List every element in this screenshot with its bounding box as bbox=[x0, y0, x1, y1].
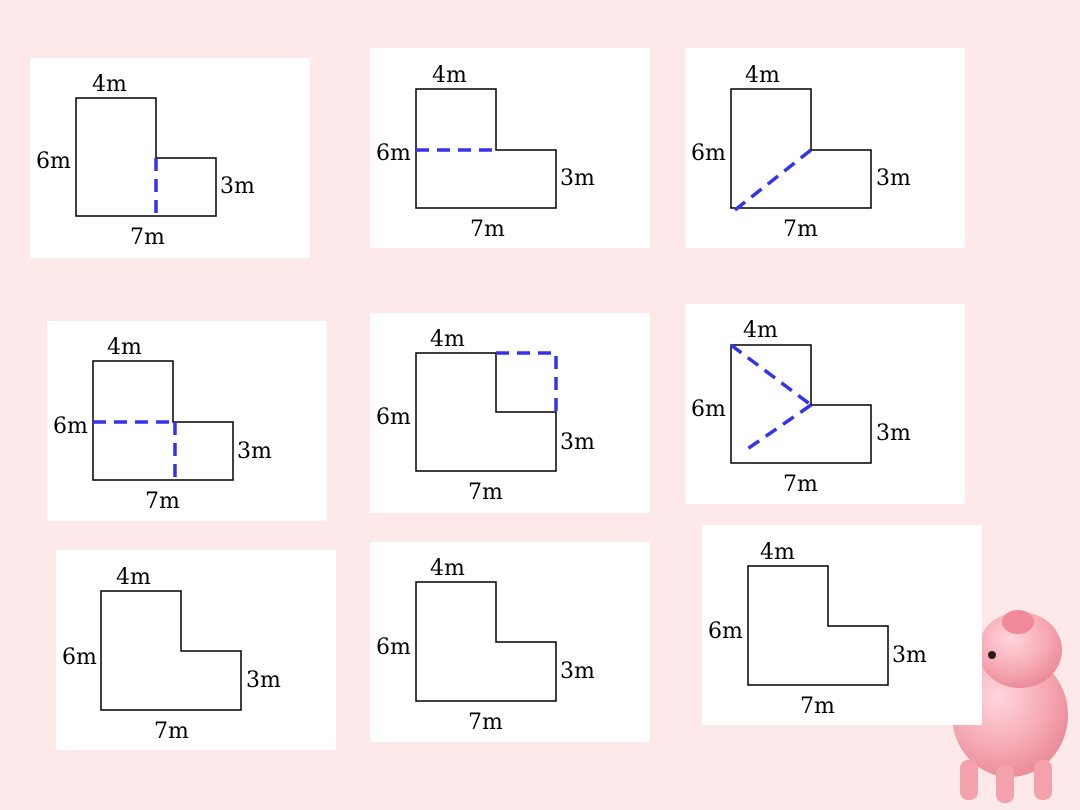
label-right: 3m bbox=[246, 668, 281, 693]
label-left: 6m bbox=[691, 141, 726, 166]
label-top: 4m bbox=[432, 63, 467, 88]
l-shape-outline bbox=[75, 97, 217, 217]
label-right: 3m bbox=[560, 430, 595, 455]
dashed-cut-line bbox=[742, 403, 812, 454]
panel-2: 4m 6m 3m 7m bbox=[370, 48, 650, 248]
l-shape-diagram: 4m 6m 3m 7m bbox=[62, 565, 281, 744]
l-shape-diagram: 4m 6m 3m 7m bbox=[376, 63, 595, 242]
label-left: 6m bbox=[376, 141, 411, 166]
label-bottom: 7m bbox=[145, 489, 180, 514]
l-shape-outline bbox=[415, 581, 557, 702]
l-shape-diagram: 4m 6m 3m 7m bbox=[376, 327, 595, 505]
label-left: 6m bbox=[376, 405, 411, 430]
label-top: 4m bbox=[430, 556, 465, 581]
panel-9: 4m 6m 3m 7m bbox=[702, 525, 982, 725]
label-top: 4m bbox=[430, 327, 465, 352]
label-right: 3m bbox=[876, 166, 911, 191]
panel-7: 4m 6m 3m 7m bbox=[56, 550, 336, 750]
dashed-cut-line bbox=[733, 148, 813, 212]
dashed-cut-line bbox=[496, 351, 558, 412]
label-bottom: 7m bbox=[130, 225, 165, 250]
label-top: 4m bbox=[116, 565, 151, 590]
label-top: 4m bbox=[745, 63, 780, 88]
l-shape-diagram: 4m 6m 3m 7m bbox=[691, 318, 911, 497]
l-shape-diagram: 4m 6m 3m 7m bbox=[708, 540, 927, 719]
panel-3: 4m 6m 3m 7m bbox=[685, 48, 965, 248]
label-top: 4m bbox=[743, 318, 778, 343]
dashed-cut-line bbox=[729, 343, 813, 407]
l-shape-outline bbox=[100, 590, 242, 711]
l-shape-outline bbox=[730, 344, 872, 464]
label-right: 3m bbox=[876, 421, 911, 446]
l-shape-diagram: 4m 6m 3m 7m bbox=[53, 335, 272, 514]
label-left: 6m bbox=[53, 414, 88, 439]
label-top: 4m bbox=[760, 540, 795, 565]
label-bottom: 7m bbox=[783, 472, 818, 497]
label-right: 3m bbox=[237, 439, 272, 464]
panel-1: 4m 6m 3m 7m bbox=[30, 58, 310, 258]
l-shape-outline bbox=[415, 88, 557, 209]
l-shape-diagram: 4m 6m 3m 7m bbox=[691, 63, 911, 242]
l-shape-outline bbox=[415, 352, 557, 472]
label-right: 3m bbox=[560, 659, 595, 684]
l-shape-outline bbox=[747, 565, 889, 686]
label-bottom: 7m bbox=[154, 719, 189, 744]
label-left: 6m bbox=[36, 149, 71, 174]
label-left: 6m bbox=[708, 619, 743, 644]
l-shape-outline bbox=[730, 88, 872, 209]
label-bottom: 7m bbox=[800, 694, 835, 719]
label-top: 4m bbox=[107, 335, 142, 360]
label-left: 6m bbox=[376, 635, 411, 660]
l-shape-diagram: 4m 6m 3m 7m bbox=[36, 72, 255, 250]
panel-4: 4m 6m 3m 7m bbox=[47, 321, 327, 521]
label-bottom: 7m bbox=[468, 480, 503, 505]
label-bottom: 7m bbox=[468, 710, 503, 735]
label-left: 6m bbox=[62, 645, 97, 670]
label-right: 3m bbox=[560, 166, 595, 191]
label-bottom: 7m bbox=[783, 217, 818, 242]
label-right: 3m bbox=[892, 643, 927, 668]
label-right: 3m bbox=[220, 174, 255, 199]
l-shape-outline bbox=[92, 360, 234, 481]
panel-6: 4m 6m 3m 7m bbox=[685, 304, 965, 504]
label-top: 4m bbox=[92, 72, 127, 97]
panel-5: 4m 6m 3m 7m bbox=[370, 313, 650, 513]
panel-8: 4m 6m 3m 7m bbox=[370, 542, 650, 742]
label-left: 6m bbox=[691, 397, 726, 422]
label-bottom: 7m bbox=[470, 217, 505, 242]
l-shape-diagram: 4m 6m 3m 7m bbox=[376, 556, 595, 735]
